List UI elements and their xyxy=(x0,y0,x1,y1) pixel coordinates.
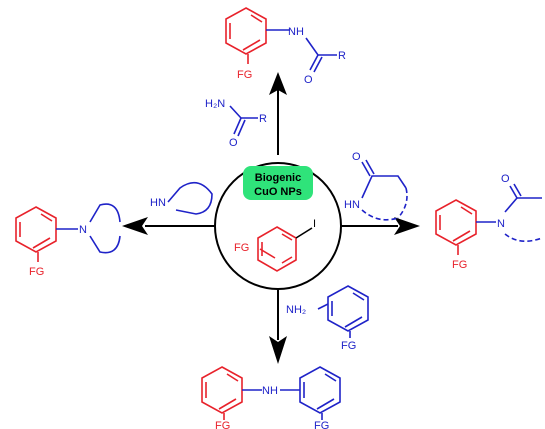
arrow-up-head xyxy=(269,72,287,95)
top-product-r: R xyxy=(338,50,346,62)
center-hub: Biogenic CuO NPs I FG xyxy=(214,162,342,290)
top-branch: H₂N O R FG NH O R xyxy=(205,7,346,149)
right-reagent-hn: HN xyxy=(344,199,360,211)
halogen-label: I xyxy=(313,218,316,230)
bottom-reagent-amine: NH₂ xyxy=(286,304,306,316)
top-product-fg: FG xyxy=(237,69,252,81)
catalyst-line1: Biogenic xyxy=(255,172,301,184)
arrow-left-head xyxy=(122,217,148,235)
bottom-reagent-ring xyxy=(327,285,369,332)
top-product-o: O xyxy=(304,74,313,86)
left-product-n: N xyxy=(79,224,87,236)
left-product-fg: FG xyxy=(29,266,44,278)
bottom-product-nh: NH xyxy=(262,385,278,397)
top-product-nh: NH xyxy=(288,26,304,38)
left-reagent-hn: HN xyxy=(150,197,166,209)
reaction-arrows xyxy=(122,72,420,364)
arrow-down-head xyxy=(269,336,287,364)
arrow-right-head xyxy=(394,217,420,235)
bottom-branch: NH₂ FG FG NH FG xyxy=(201,285,369,429)
right-product-fg: FG xyxy=(452,259,467,271)
top-reagent-o: O xyxy=(229,137,238,149)
bottom-product-fg-left: FG xyxy=(215,420,230,429)
right-branch: O HN FG N O xyxy=(344,151,543,271)
left-product-ring xyxy=(15,206,57,253)
left-branch: HN FG N xyxy=(15,181,213,278)
bottom-product-fg-right: FG xyxy=(314,420,329,429)
bottom-reagent-fg: FG xyxy=(341,340,356,352)
catalyst-badge xyxy=(243,166,313,200)
catalyst-line2: CuO NPs xyxy=(254,186,302,198)
bottom-product-right-ring xyxy=(299,366,341,414)
right-product-n: N xyxy=(497,218,505,230)
right-reagent-o: O xyxy=(352,151,361,163)
substrate-fg-label: FG xyxy=(234,242,249,254)
right-product-ring xyxy=(435,199,477,246)
aryl-halide-ring xyxy=(257,226,313,272)
top-reagent-r: R xyxy=(259,113,267,125)
bottom-product-left-ring xyxy=(201,366,243,414)
right-product-o: O xyxy=(501,173,510,185)
top-product-ring xyxy=(225,7,267,55)
top-reagent-amine: H₂N xyxy=(205,98,225,110)
